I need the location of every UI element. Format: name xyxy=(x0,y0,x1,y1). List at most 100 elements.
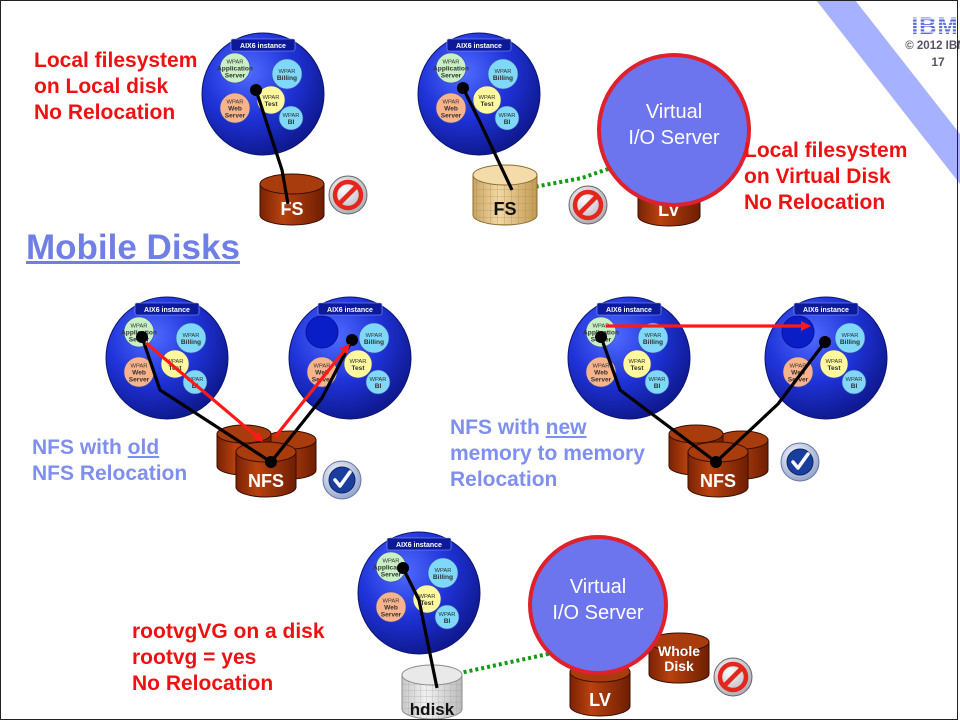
disk-hdisk: hdisk xyxy=(401,664,463,720)
icon-slash xyxy=(337,184,359,206)
wpar-label: Test xyxy=(264,101,278,108)
wpar-label: WPAR xyxy=(366,333,383,339)
connection-line xyxy=(401,567,439,689)
relocation-arrow xyxy=(144,341,264,442)
no-relocation-icon xyxy=(328,175,368,215)
disk-label: LV xyxy=(589,690,611,710)
aix6-instance: AIX6 instanceWPARApplicationServerWPARBi… xyxy=(201,32,325,156)
wpar-web-server xyxy=(782,356,814,388)
wpar-label: Server xyxy=(225,113,246,120)
ibm-logo: IBM xyxy=(912,13,959,40)
no-relocation-icon xyxy=(713,657,753,697)
wpar-label: Web xyxy=(791,370,805,377)
label-local-fs-virtual-disk: Local filesystem on Virtual Disk No Relo… xyxy=(744,138,907,216)
label-line: No Relocation xyxy=(132,672,274,695)
label-line: on Local disk xyxy=(34,75,169,98)
wpar-billing xyxy=(487,58,519,90)
aix6-title-box xyxy=(134,302,200,316)
wpar-test xyxy=(256,85,286,115)
vios-label: I/O Server xyxy=(628,127,719,149)
aix6-title: AIX6 instance xyxy=(606,307,652,314)
wpar-label: WPAR xyxy=(499,113,516,119)
wpar-label: WPAR xyxy=(443,59,460,65)
wpar-label: WPAR xyxy=(846,377,863,383)
label-nfs-new: NFS with new memory to memory Relocation xyxy=(450,415,645,493)
wpar-test xyxy=(819,349,849,379)
wpar-label: Billing xyxy=(433,574,453,581)
wpar-label: Web xyxy=(594,370,608,377)
wpar-label: Web xyxy=(384,605,398,612)
wpar-label: Server xyxy=(129,377,150,384)
wpar-label: WPAR xyxy=(435,568,452,574)
wpar-label: Application xyxy=(373,565,409,572)
wpar-label: BI xyxy=(504,119,511,126)
wpar-label: WPAR xyxy=(419,594,436,600)
wpar-label: WPAR xyxy=(131,363,148,369)
wpar-web-server xyxy=(585,356,617,388)
wpar-label: WPAR xyxy=(314,363,331,369)
label-line: Local filesystem xyxy=(34,49,198,72)
ibm-logo-stripe xyxy=(912,28,958,30)
wpar-application-server xyxy=(435,52,467,84)
wpar-bi xyxy=(365,369,391,395)
disk-label: NFS xyxy=(700,471,736,491)
wpar-label: WPAR xyxy=(187,377,204,383)
label-line: memory to memory xyxy=(450,442,645,465)
connection-line xyxy=(254,89,290,205)
disk-body xyxy=(259,183,325,226)
wpar-bi xyxy=(494,105,520,131)
disk-fs-local: FS xyxy=(259,173,325,226)
wpar-bi xyxy=(644,369,670,395)
wpar-web-server xyxy=(435,92,467,124)
wpar-test xyxy=(160,349,190,379)
wpar-label: WPAR xyxy=(443,99,460,105)
ibm-logo-stripe xyxy=(912,31,958,33)
wpar-label: WPAR xyxy=(593,363,610,369)
vios-circle xyxy=(528,535,668,675)
wpar-label: Billing xyxy=(181,339,201,346)
wpar-label: WPAR xyxy=(279,69,296,75)
ibm-logo-stripe xyxy=(912,21,958,23)
connection-line xyxy=(714,341,827,464)
disk-nfs-new: NFS xyxy=(687,441,749,498)
relocation-ok-icon xyxy=(322,460,362,500)
label-local-fs-local-disk: Local filesystem on Local disk No Reloca… xyxy=(34,48,197,126)
wpar-label: WPAR xyxy=(383,558,400,564)
disk-texture xyxy=(402,675,462,719)
aix6-instance: AIX6 instanceWPARApplicationServerWPARBi… xyxy=(417,32,541,156)
label-rootvg: rootvgVG on a disk rootvg = yes No Reloc… xyxy=(132,619,325,697)
label-part: NFS with xyxy=(32,436,128,459)
wpar-label: WPAR xyxy=(263,95,280,101)
icon-slash xyxy=(722,666,744,688)
wpar-label: Billing xyxy=(364,339,384,346)
aix6-title-box xyxy=(317,302,383,316)
wpar-billing xyxy=(271,58,303,90)
icon-check xyxy=(333,470,352,488)
wpar-label: Server xyxy=(591,377,612,384)
aix6-instance: AIX6 instanceWPARApplicationServerWPARBi… xyxy=(567,296,691,420)
wpar-web-server xyxy=(375,591,407,623)
wpar-billing xyxy=(358,322,390,354)
disk-body xyxy=(235,451,297,498)
wpar-label: WPAR xyxy=(495,69,512,75)
label-part: NFS with xyxy=(450,416,546,439)
wpar-label: Test xyxy=(480,101,494,108)
copyright-text: © 2012 IBM xyxy=(905,40,960,52)
disk-label: hdisk xyxy=(410,700,455,719)
wpar-label: BI xyxy=(192,383,199,390)
wpar-test xyxy=(343,349,373,379)
wpar-label: Server xyxy=(381,612,402,619)
relocation-ok-icon xyxy=(780,442,820,482)
wpar-label: BI xyxy=(288,119,295,126)
wpar-label: Billing xyxy=(493,75,513,82)
wpar-web-server xyxy=(219,92,251,124)
no-relocation-icon xyxy=(568,185,608,225)
label-line: on Virtual Disk xyxy=(744,165,891,188)
aix6-title-box xyxy=(793,302,859,316)
wpar-label: Billing xyxy=(277,75,297,82)
wpar-label: Web xyxy=(444,106,458,113)
wpar-label: Server xyxy=(225,73,246,80)
wpar-label: Test xyxy=(827,365,841,372)
connection-dot xyxy=(710,456,722,468)
wpar-label: Server xyxy=(441,73,462,80)
